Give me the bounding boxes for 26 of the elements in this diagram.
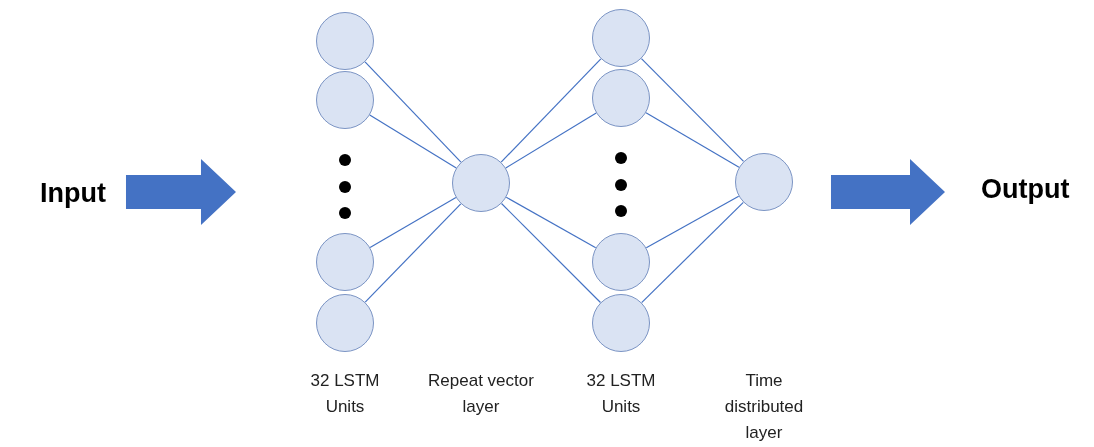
connection-line	[505, 196, 597, 249]
layer-caption: 32 LSTM Units	[585, 370, 657, 418]
neuron-circle	[592, 9, 650, 67]
connection-line	[364, 61, 462, 163]
node-label: Input	[40, 178, 106, 209]
layer-caption: Time distributed layer	[723, 370, 805, 444]
node-label: Output	[981, 174, 1070, 205]
connection-line	[369, 196, 457, 249]
neuron-circle	[592, 294, 650, 352]
connection-line	[645, 195, 740, 249]
connection-line	[645, 112, 740, 168]
neuron-circle	[735, 153, 793, 211]
neuron-circle	[592, 233, 650, 291]
connection-line	[364, 203, 462, 303]
neuron-circle	[592, 69, 650, 127]
connection-line	[369, 114, 457, 169]
layer-caption: 32 LSTM Units	[309, 370, 381, 418]
connection-line	[505, 112, 597, 169]
layer-caption: Repeat vector layer	[427, 370, 535, 418]
connection-line	[640, 58, 745, 162]
block-arrow	[126, 159, 236, 225]
connection-line	[641, 201, 744, 304]
block-arrow	[831, 159, 945, 225]
connection-line	[500, 58, 602, 163]
neuron-circle	[452, 154, 510, 212]
connection-line	[500, 202, 602, 304]
